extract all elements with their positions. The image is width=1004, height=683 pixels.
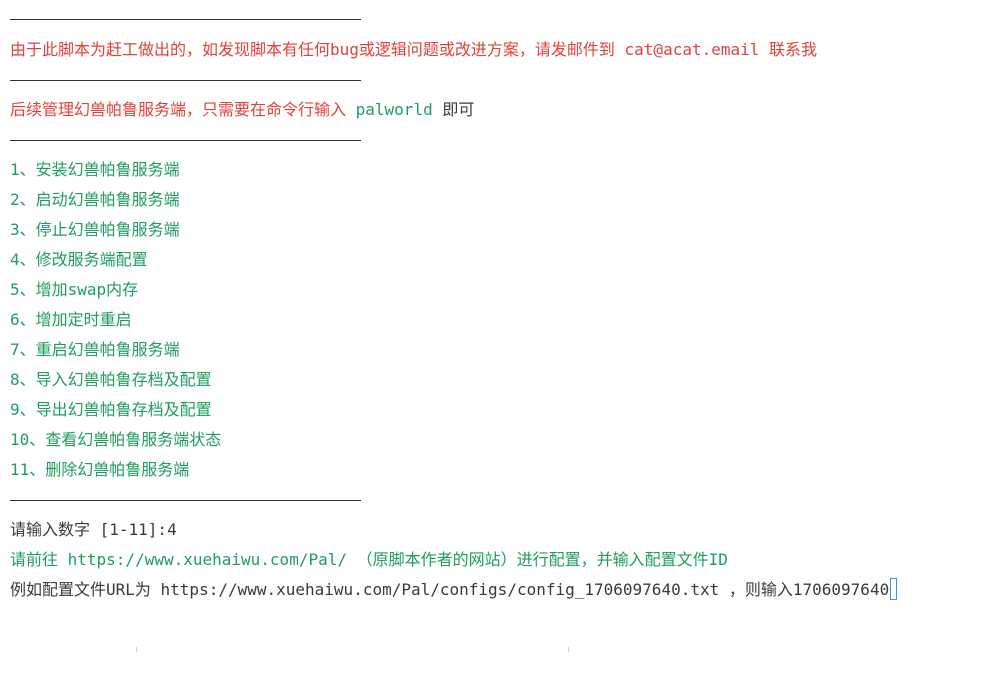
- config-id-input-value[interactable]: 1706097640: [792, 580, 890, 599]
- menu-item-install: 1、安装幻兽帕鲁服务端: [10, 160, 180, 179]
- manage-hint-suffix: 即可: [432, 100, 475, 119]
- choice-prompt: 请输入数字 [1-11]:4: [10, 515, 177, 545]
- manage-hint: 后续管理幻兽帕鲁服务端，只需要在命令行输入 palworld 即可: [10, 95, 474, 125]
- separator-line: [10, 19, 361, 20]
- separator-line: [10, 500, 361, 501]
- menu-item-edit-config: 4、修改服务端配置: [10, 250, 148, 269]
- separator-line: [10, 140, 361, 141]
- choice-prompt-label: 请输入数字 [1-11]:: [10, 520, 168, 539]
- config-id-example: 例如配置文件URL为 https://www.xuehaiwu.com/Pal/…: [10, 580, 793, 599]
- contact-notice: 由于此脚本为赶工做出的，如发现脚本有任何bug或逻辑问题或改进方案，请发邮件到 …: [10, 40, 818, 59]
- menu-item-start: 2、启动幻兽帕鲁服务端: [10, 190, 180, 209]
- menu-item-import-save: 8、导入幻兽帕鲁存档及配置: [10, 370, 212, 389]
- menu-item-restart: 7、重启幻兽帕鲁服务端: [10, 340, 180, 359]
- menu-item-status: 10、查看幻兽帕鲁服务端状态: [10, 430, 222, 449]
- config-goto-instruction: 请前往 https://www.xuehaiwu.com/Pal/ （原脚本作者…: [10, 550, 728, 569]
- divider-tick: [136, 647, 137, 652]
- menu-item-delete: 11、删除幻兽帕鲁服务端: [10, 460, 190, 479]
- config-id-prompt[interactable]: 例如配置文件URL为 https://www.xuehaiwu.com/Pal/…: [10, 575, 898, 605]
- choice-input-value: 4: [167, 520, 177, 539]
- menu-item-add-swap: 5、增加swap内存: [10, 280, 139, 299]
- manage-hint-command: palworld: [355, 100, 433, 119]
- menu-item-export-save: 9、导出幻兽帕鲁存档及配置: [10, 400, 212, 419]
- menu-item-scheduled-restart: 6、增加定时重启: [10, 310, 132, 329]
- separator-line: [10, 80, 361, 81]
- divider-tick: [568, 647, 569, 652]
- manage-hint-text: 后续管理幻兽帕鲁服务端，只需要在命令行输入: [10, 100, 356, 119]
- text-cursor: [890, 578, 898, 600]
- menu-item-stop: 3、停止幻兽帕鲁服务端: [10, 220, 180, 239]
